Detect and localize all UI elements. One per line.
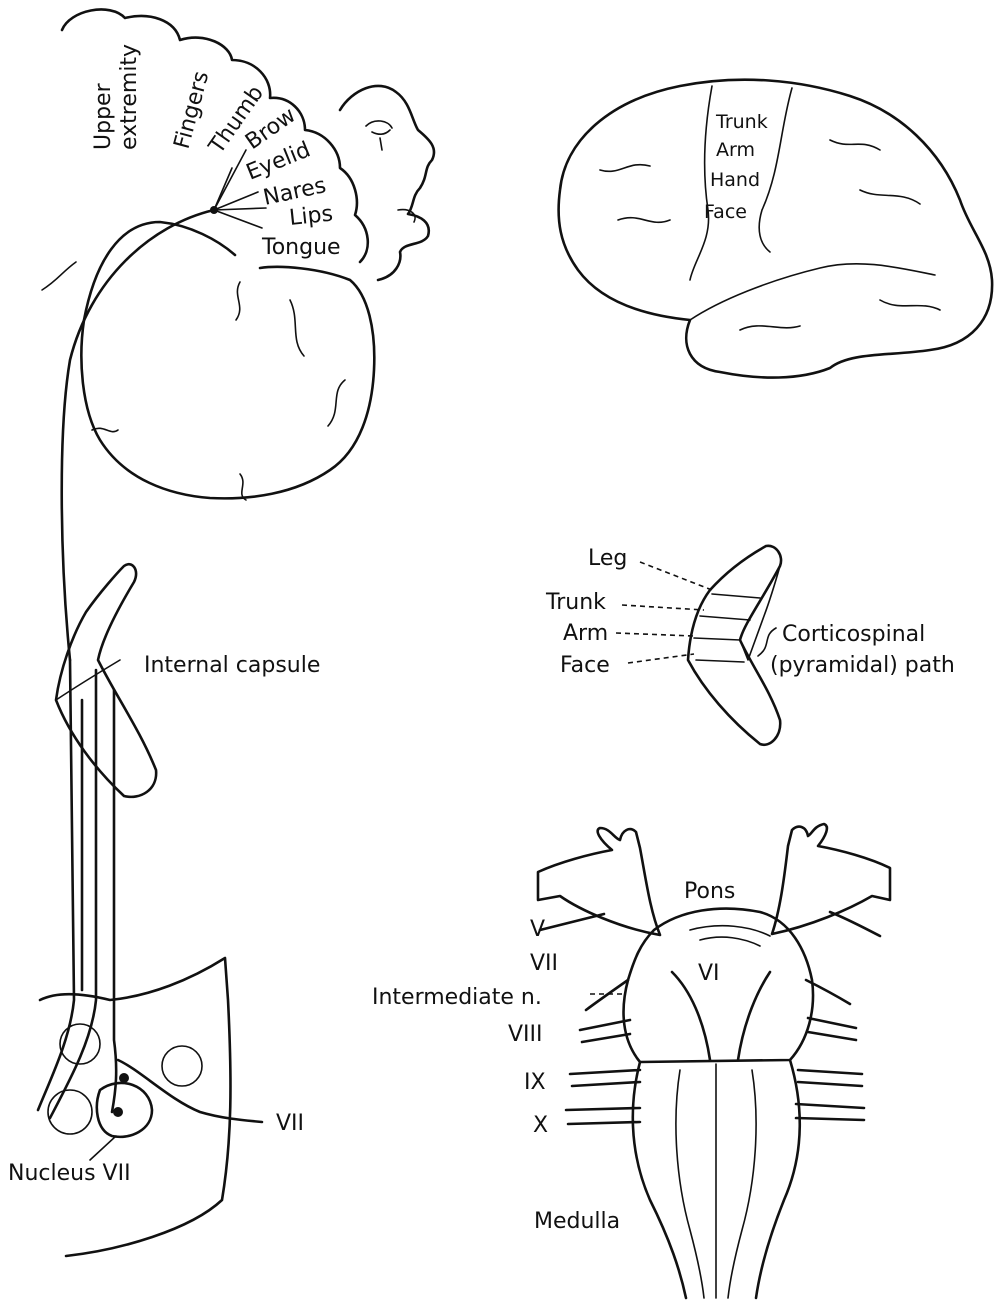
sulcus-3 bbox=[328, 380, 345, 426]
medulla-pyramid-r bbox=[728, 1070, 756, 1298]
label-nerve-ix: IX bbox=[524, 1070, 546, 1095]
nerve-vii-left-trunk bbox=[586, 980, 628, 1010]
leader-nucleus-vii bbox=[90, 1136, 116, 1160]
label-pyramidal-path: (pyramidal) path bbox=[770, 653, 955, 678]
label-nucleus-vii: Nucleus VII bbox=[8, 1161, 131, 1186]
right-peduncle bbox=[772, 824, 890, 934]
leader-face bbox=[628, 654, 694, 663]
label-face-capsule: Face bbox=[560, 653, 610, 678]
label-nerve-vii: VII bbox=[530, 951, 558, 976]
nerve-viii-right bbox=[808, 1018, 856, 1040]
lateral-brain-drawing bbox=[559, 80, 993, 378]
label-medulla: Medulla bbox=[534, 1209, 620, 1234]
leader-leg bbox=[640, 562, 712, 590]
nerve-ix-left bbox=[570, 1070, 640, 1086]
label-trunk-capsule: Trunk bbox=[545, 590, 606, 615]
label-hand-brain: Hand bbox=[710, 169, 760, 191]
nerve-x-left bbox=[566, 1108, 640, 1124]
label-tongue: Tongue bbox=[261, 235, 341, 260]
capsule-inner-edge bbox=[740, 566, 780, 660]
sulcus-6 bbox=[42, 262, 76, 290]
eye-mark bbox=[366, 121, 392, 150]
face-profile bbox=[340, 86, 434, 280]
nucleus-vii-dot-2 bbox=[119, 1073, 129, 1083]
nerve-viii-left bbox=[580, 1020, 630, 1042]
capsule-detail-drawing bbox=[688, 546, 781, 745]
label-intermediate-n: Intermediate n. bbox=[372, 985, 542, 1010]
medulla-pyramid-l bbox=[676, 1070, 704, 1298]
label-upper-extremity: Upper bbox=[91, 82, 116, 150]
sulcus-2 bbox=[290, 300, 304, 356]
gyrus-1 bbox=[600, 165, 670, 223]
nerve-ix-right bbox=[798, 1070, 862, 1086]
label-nerve-vi: VI bbox=[698, 961, 720, 986]
descending-tract-outer bbox=[62, 210, 214, 660]
tract-fiber-3 bbox=[112, 690, 116, 1112]
label-arm-capsule: Arm bbox=[563, 621, 608, 646]
label-corticospinal: Corticospinal bbox=[782, 622, 925, 647]
left-capsule-band bbox=[56, 660, 120, 700]
label-nerve-viii: VIII bbox=[508, 1022, 543, 1047]
label-pons: Pons bbox=[684, 879, 735, 904]
left-peduncle bbox=[538, 828, 660, 935]
label-nerve-v: V bbox=[530, 917, 545, 942]
pons-striation bbox=[690, 926, 770, 946]
nerve-vi-right bbox=[738, 972, 770, 1060]
label-extremity: extremity bbox=[117, 44, 142, 150]
sulcus-1 bbox=[236, 282, 240, 320]
capsule-band-1 bbox=[712, 594, 760, 598]
gyrus-2 bbox=[830, 140, 920, 204]
label-leg: Leg bbox=[588, 546, 627, 571]
label-lips: Lips bbox=[288, 202, 334, 231]
label-nerve-x: X bbox=[533, 1113, 548, 1138]
nucleus-vii-shape bbox=[97, 1083, 152, 1137]
leader-arm bbox=[616, 633, 694, 636]
central-sulcus-1 bbox=[690, 86, 712, 280]
cortex-lobe bbox=[81, 222, 374, 498]
label-arm-brain: Arm bbox=[716, 139, 755, 161]
capsule-shape bbox=[688, 546, 781, 745]
nerve-v-right bbox=[830, 912, 880, 936]
nerve-v-left bbox=[540, 914, 604, 930]
nerve-x-right bbox=[796, 1104, 864, 1120]
capsule-band-3 bbox=[694, 638, 740, 640]
temporal-sulcus bbox=[690, 264, 935, 320]
label-trunk-brain: Trunk bbox=[715, 111, 768, 133]
nerve-vii-tract bbox=[118, 1060, 262, 1122]
capsule-band-2 bbox=[700, 616, 750, 620]
section-outline bbox=[40, 958, 230, 1256]
label-nerve-vii-left: VII bbox=[276, 1111, 304, 1136]
sulcus-4 bbox=[240, 474, 246, 500]
brain-outline bbox=[559, 80, 993, 378]
gyrus-3 bbox=[740, 300, 940, 330]
label-face-brain: Face bbox=[704, 201, 747, 223]
leader-trunk bbox=[622, 605, 704, 610]
right-nucleus-oval bbox=[162, 1046, 202, 1086]
label-internal-capsule: Internal capsule bbox=[144, 653, 320, 678]
capsule-band-4 bbox=[696, 660, 744, 662]
nucleus-vii-dot-1 bbox=[113, 1107, 123, 1117]
leader-corticospinal bbox=[758, 628, 776, 656]
